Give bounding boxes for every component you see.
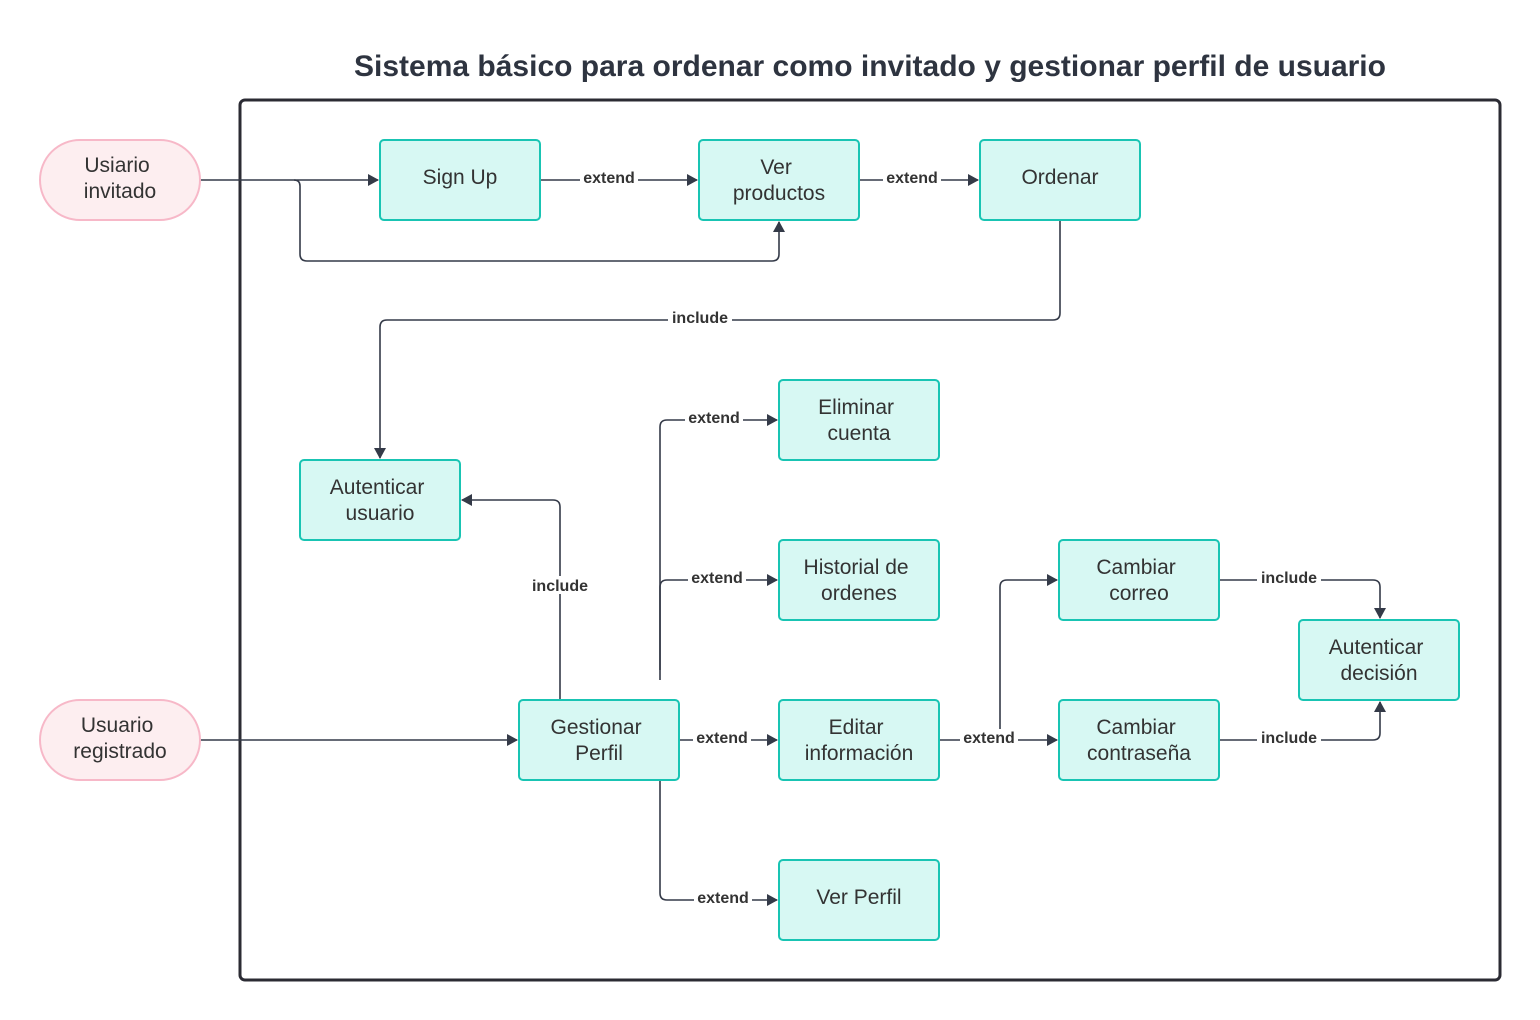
use-case-label-line: cuenta [827, 422, 890, 445]
use-case-label-line: Gestionar [551, 716, 642, 739]
use-case-cambiar-correo[interactable]: Cambiar correo [1058, 539, 1220, 621]
edge-label: extend [693, 729, 751, 747]
svg-text:Usuario registrado: Usuario registrado [73, 714, 166, 763]
label-include-contrasena-decision: include [1261, 730, 1317, 747]
label-include-correo-decision: include [1261, 570, 1317, 587]
label-extend-verperfil: extend [697, 890, 749, 907]
use-case-label-line: Cambiar [1096, 716, 1175, 739]
use-case-label: Sign Up [423, 166, 498, 189]
use-case-label-line: productos [733, 182, 825, 205]
editar-to-correo-edge [999, 574, 1058, 740]
svg-text:Autenticar decisión: Autenticar decisión [1329, 636, 1429, 685]
use-case-label-line: Eliminar [818, 396, 894, 419]
label-extend-eliminar: extend [688, 410, 740, 427]
svg-text:Editar información: Editar información [805, 716, 914, 765]
svg-text:Gestionar Perfil: Gestionar Perfil [551, 716, 648, 765]
edge-label: extend [960, 729, 1018, 747]
use-case-ver-perfil[interactable]: Ver Perfil [778, 859, 940, 941]
svg-text:Cambiar correo: Cambiar correo [1096, 556, 1181, 605]
edge-labels: extend extend include include extend ext… [528, 169, 1321, 907]
edges [200, 174, 1386, 906]
use-case-label: Ver Perfil [816, 886, 901, 909]
use-case-label-line: Autenticar [330, 476, 425, 499]
guest-to-ver-productos-edge [293, 179, 785, 262]
use-case-ver-productos[interactable]: Ver productos [698, 139, 860, 221]
label-extend-cambiar: extend [963, 730, 1015, 747]
use-case-editar-informacion[interactable]: Editar información [778, 699, 940, 781]
use-case-label-line: decisión [1340, 662, 1417, 685]
label-extend-ver-ordenar: extend [886, 170, 938, 187]
use-case-label-line: información [805, 742, 914, 765]
edge-label: include [668, 309, 732, 327]
svg-text:Historial de ordenes: Historial de ordenes [804, 556, 915, 605]
use-case-label-line: Historial de [804, 556, 909, 579]
gestionar-to-autenticar-edge [461, 494, 561, 700]
label-extend-signup-ver: extend [583, 170, 635, 187]
svg-text:Eliminar cuenta: Eliminar cuenta [818, 396, 900, 445]
actor-label-line: Usiario [84, 154, 149, 177]
edge-label: include [1257, 569, 1321, 587]
actor-usuario-invitado[interactable]: Usiario invitado [39, 139, 201, 221]
edge-label: extend [685, 409, 743, 427]
diagram-title: Sistema básico para ordenar como invitad… [354, 50, 1386, 83]
use-case-eliminar-cuenta[interactable]: Eliminar cuenta [778, 379, 940, 461]
use-case-label-line: contraseña [1087, 742, 1191, 765]
use-case-label-line: correo [1109, 582, 1169, 605]
contrasena-to-decision-edge [1220, 701, 1386, 741]
use-case-label-line: usuario [346, 502, 415, 525]
label-include-gestionar-autenticar: include [532, 578, 588, 595]
edge-label: include [528, 576, 592, 595]
actor-label-line: invitado [84, 180, 156, 203]
use-case-label-line: Editar [829, 716, 884, 739]
edge-label: extend [580, 169, 638, 187]
label-extend-historial: extend [691, 570, 743, 587]
svg-text:Ver productos: Ver productos [733, 156, 825, 205]
gestionar-to-verperfil-edge [659, 780, 778, 906]
system-boundary [238, 98, 1502, 982]
label-extend-editar: extend [696, 730, 748, 747]
svg-text:Usiario invitado: Usiario invitado [84, 154, 156, 203]
use-case-autenticar-decision[interactable]: Autenticar decisión [1298, 619, 1460, 701]
use-case-label-line: Ver [760, 156, 792, 179]
use-case-cambiar-contrasena[interactable]: Cambiar contraseña [1058, 699, 1220, 781]
use-case-label-line: Perfil [575, 742, 623, 765]
gestionar-to-eliminar-edge [659, 414, 778, 680]
gestionar-to-historial-edge [659, 574, 778, 670]
edge-label: include [1257, 729, 1321, 747]
use-case-label-line: ordenes [821, 582, 897, 605]
use-case-gestionar-perfil[interactable]: Gestionar Perfil [518, 699, 680, 781]
edge-label: extend [694, 889, 752, 907]
edge-label: extend [688, 569, 746, 587]
correo-to-decision-edge [1220, 579, 1386, 619]
use-case-label-line: Cambiar [1096, 556, 1175, 579]
use-case-historial-de-ordenes[interactable]: Historial de ordenes [778, 539, 940, 621]
svg-text:Cambiar contraseña: Cambiar contraseña [1087, 716, 1191, 765]
label-include-ordenar-autenticar: include [672, 310, 728, 327]
use-case-label: Ordenar [1021, 166, 1098, 189]
use-case-sign-up[interactable]: Sign Up [379, 139, 541, 221]
actor-usuario-registrado[interactable]: Usuario registrado [39, 699, 201, 781]
use-case-ordenar[interactable]: Ordenar [979, 139, 1141, 221]
edge-label: extend [883, 169, 941, 187]
use-case-autenticar-usuario[interactable]: Autenticar usuario [299, 459, 461, 541]
svg-text:Autenticar usuario: Autenticar usuario [330, 476, 430, 525]
use-case-label-line: Autenticar [1329, 636, 1424, 659]
actor-label-line: registrado [73, 740, 166, 763]
actor-label-line: Usuario [81, 714, 153, 737]
